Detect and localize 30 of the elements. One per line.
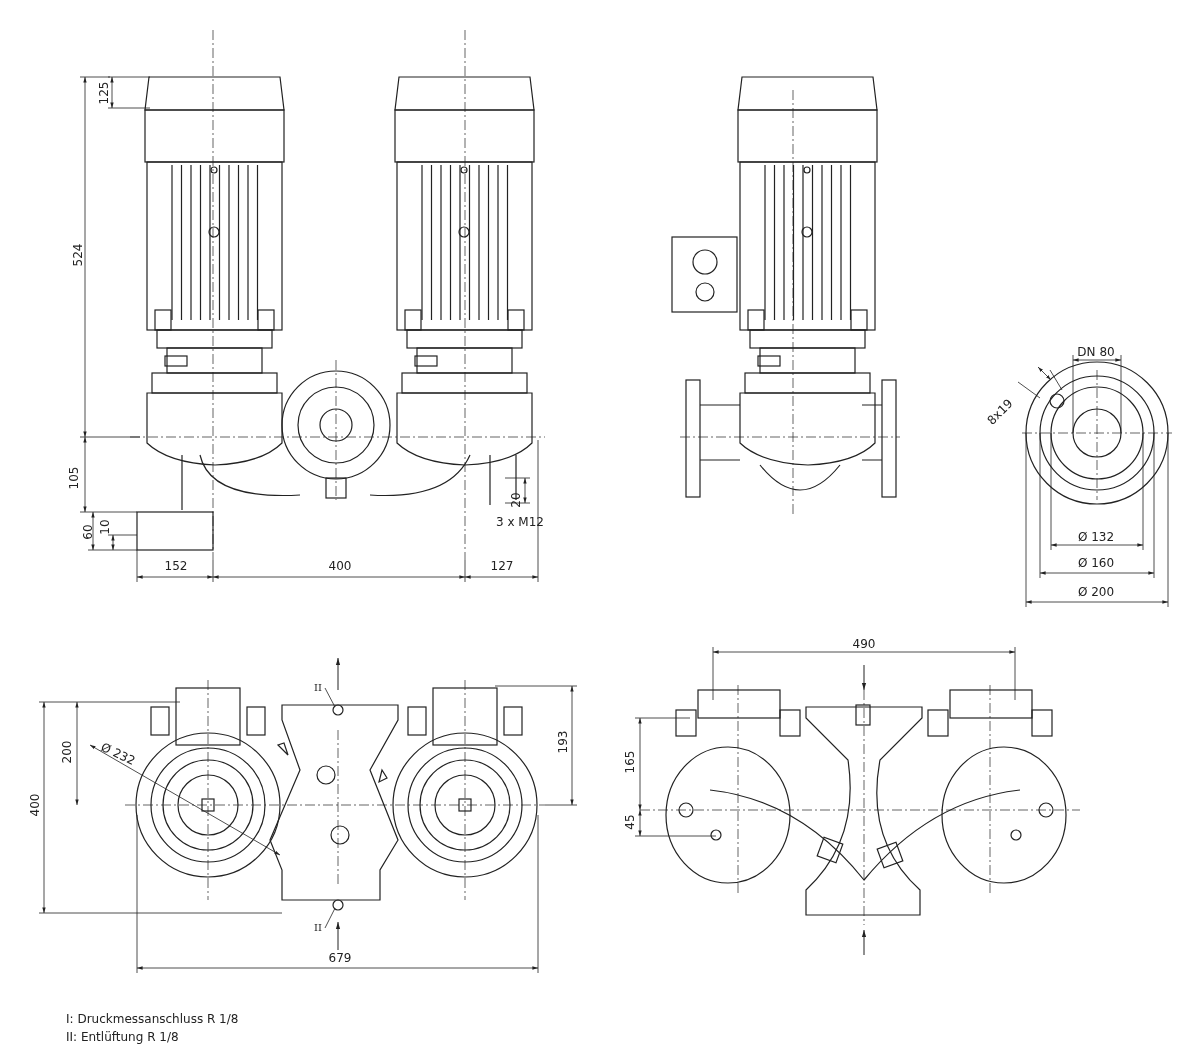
dimension-label: 152: [164, 560, 188, 572]
dimension-label: 127: [490, 560, 514, 572]
callout-number: II: [314, 923, 322, 933]
vent-screw: [332, 899, 344, 911]
dimension-label: 20: [510, 492, 522, 508]
leader-line: [324, 687, 336, 707]
dimension-label: 400: [29, 793, 41, 817]
dimension-label: 165: [624, 750, 636, 774]
dimension-label: Ø 232: [99, 740, 137, 768]
dimension-label: 45: [624, 814, 636, 830]
dimension-label: 60: [82, 524, 94, 540]
callout-number: II: [314, 683, 322, 693]
dimension-label: 490: [852, 638, 876, 650]
legend-note: I: Druckmessanschluss R 1/8: [66, 1013, 239, 1025]
dimension-label: Ø 200: [1077, 586, 1115, 598]
dimension-label: 200: [61, 740, 73, 764]
dimension-label: DN 80: [1077, 346, 1115, 358]
dimension-label: 10: [99, 519, 111, 535]
vent-screw: [332, 704, 344, 716]
leader-line: [324, 908, 336, 929]
dimension-label: 125: [98, 81, 110, 105]
dimension-label: 3 x M12: [496, 516, 544, 528]
legend-note: II: Entlüftung R 1/8: [66, 1031, 179, 1043]
dimension-label: 105: [68, 466, 80, 490]
dimension-label: 193: [557, 730, 569, 754]
dimension-label: 400: [328, 560, 352, 572]
dimension-label: Ø 132: [1077, 531, 1115, 543]
dimension-label: Ø 160: [1077, 557, 1115, 569]
dimension-label: 524: [72, 243, 84, 267]
dimension-label: 679: [328, 952, 352, 964]
